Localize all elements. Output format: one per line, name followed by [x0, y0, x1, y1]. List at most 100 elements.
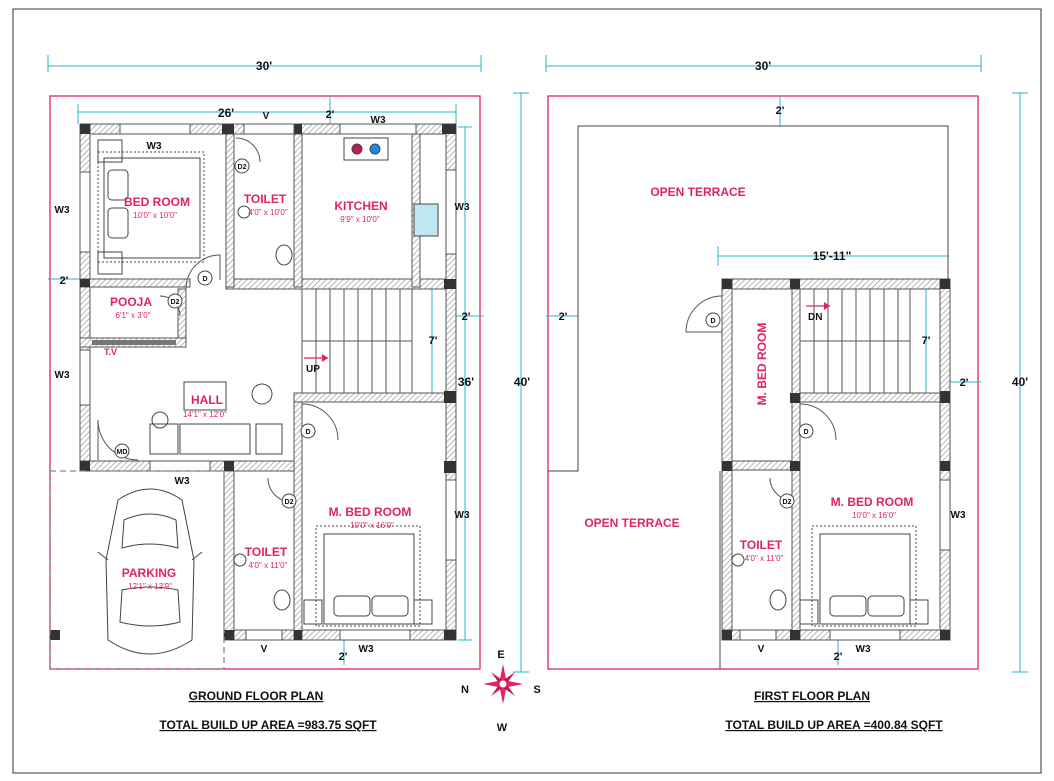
- first-tag-w3-bottom: W3: [856, 644, 871, 655]
- terrace-top-name: OPEN TERRACE: [650, 185, 745, 199]
- compass-rose: [483, 664, 523, 704]
- tag-w3-right-bottom: W3: [455, 510, 470, 521]
- ground-right-setback: 2': [462, 311, 471, 323]
- first-door-tags: [705, 312, 814, 509]
- first-vertical-mbed-name: M. BED ROOM: [755, 323, 769, 406]
- tag-md-main: MD: [117, 449, 128, 456]
- first-master-name: M. BED ROOM: [831, 495, 914, 509]
- compass-w: W: [497, 722, 508, 734]
- tag-tv: T.V: [104, 347, 117, 357]
- parking-size: 12'1" x 13'9": [128, 582, 172, 591]
- terrace-bottom-name: OPEN TERRACE: [584, 516, 679, 530]
- stove-icon: [343, 137, 389, 161]
- first-floor-plan: 30' 2' 40' 15'-11" 2' 2' 7' 2': [545, 55, 1028, 732]
- first-tag-d-master: D: [803, 429, 808, 436]
- compass-s: S: [533, 684, 540, 696]
- first-depth-label: 40': [1012, 375, 1028, 389]
- ground-windows: [79, 123, 457, 641]
- bedroom-size: 10'0" x 10'0": [133, 211, 177, 220]
- ground-width-dimension: [47, 55, 482, 72]
- toilet2-name: TOILET: [245, 545, 288, 559]
- tag-w3-left-top: W3: [55, 205, 70, 216]
- first-plan-title: FIRST FLOOR PLAN: [754, 689, 870, 703]
- kitchen-size: 9'9" x 10'0": [340, 215, 380, 224]
- ground-plot-boundary: [49, 95, 481, 670]
- ground-up-arrowhead: [322, 354, 328, 362]
- first-master-size: 10'0" x 16'0": [852, 511, 896, 520]
- first-top-setback: 2': [776, 105, 785, 117]
- ground-columns: [50, 124, 456, 640]
- ground-left-setback: 2': [60, 275, 69, 287]
- tag-d2-pooja: D2: [171, 299, 180, 306]
- sofa-set-icon: [149, 381, 283, 455]
- ground-top-setback: 2': [326, 109, 335, 121]
- first-bottom-setback: 2': [834, 651, 843, 663]
- master-bed-icon: [303, 525, 433, 627]
- ground-inner-width-dimension: [77, 96, 457, 124]
- master-bedroom-name: M. BED ROOM: [329, 505, 412, 519]
- first-tag-w3-right: W3: [951, 510, 966, 521]
- first-left-setback: 2': [559, 311, 568, 323]
- first-right-setback: 2': [960, 377, 969, 389]
- bedroom-name: BED ROOM: [124, 195, 190, 209]
- master-bedroom-size: 10'0" x 16'0": [350, 521, 394, 530]
- first-plan-area: TOTAL BUILD UP AREA =400.84 SQFT: [725, 718, 943, 732]
- parking-name: PARKING: [122, 566, 176, 580]
- hall-size: 14'1" x 12'0": [183, 410, 227, 419]
- ground-plan-title: GROUND FLOOR PLAN: [189, 689, 324, 703]
- first-tag-d-mbed: D: [710, 318, 715, 325]
- pooja-size: 6'1" x 3'0": [116, 311, 151, 320]
- ground-stairs: [301, 288, 413, 394]
- compass-n: N: [461, 684, 469, 696]
- sink-icon: [413, 203, 439, 237]
- tag-d2-toilet2: D2: [285, 499, 294, 506]
- ground-plan-area: TOTAL BUILD UP AREA =983.75 SQFT: [159, 718, 377, 732]
- ground-stair-dim: 7': [429, 335, 438, 347]
- ground-depth-label: 40': [514, 375, 530, 389]
- ground-width-label: 30': [256, 59, 272, 73]
- toilet2-size: 4'0" x 11'0": [249, 561, 288, 570]
- pooja-name: POOJA: [110, 295, 152, 309]
- tag-d-bedroom: D: [202, 276, 207, 283]
- first-columns: [722, 279, 950, 640]
- first-stairs: [799, 288, 911, 394]
- ground-up-label: UP: [306, 364, 320, 375]
- tag-w3-hall-bottom: W3: [175, 476, 190, 487]
- parking-outline: [49, 470, 225, 670]
- toilet1-size: 4'0" x 10'0": [248, 208, 288, 217]
- first-dn-arrowhead: [824, 302, 830, 310]
- toilet1-name: TOILET: [244, 192, 287, 206]
- ground-bottom-setback: 2': [339, 651, 348, 663]
- tag-d-master: D: [305, 429, 310, 436]
- hall-name: HALL: [191, 393, 223, 407]
- first-toilet-fixtures: [731, 553, 787, 611]
- tag-v-top: V: [263, 111, 270, 122]
- ground-depth-dimension: [48, 92, 529, 673]
- sheet-frame: [12, 8, 1042, 774]
- ground-toilet-fixtures: [233, 205, 293, 611]
- first-width-label: 30': [755, 59, 771, 73]
- tag-w3-left-hall: W3: [55, 370, 70, 381]
- kitchen-name: KITCHEN: [334, 199, 387, 213]
- ground-door-tags: [114, 158, 316, 509]
- tv-unit: [92, 340, 176, 345]
- first-master-bed-icon: [799, 525, 929, 627]
- tag-d2-toilet1: D2: [238, 164, 247, 171]
- first-stair-dim: 7': [922, 335, 931, 347]
- tag-v-bottom: V: [261, 644, 268, 655]
- car-icon: [97, 488, 203, 655]
- terrace-parapet: [548, 125, 949, 472]
- tag-w3-bottom: W3: [359, 644, 374, 655]
- first-inner-width-label: 15'-11": [813, 249, 852, 263]
- first-toilet-size: 4'0" x 11'0": [745, 554, 784, 563]
- tag-w3-right-top: W3: [455, 202, 470, 213]
- ground-floor-plan: 30' 26' 2' 40' 36' 2' 7' 2' 2': [47, 55, 530, 732]
- first-toilet-name: TOILET: [740, 538, 783, 552]
- first-windows: [739, 479, 951, 641]
- tag-w3-bedroom: W3: [147, 141, 162, 152]
- first-width-dimension: [545, 55, 1028, 673]
- first-dn-label: DN: [808, 312, 822, 323]
- ground-inner-depth-label: 36': [458, 375, 474, 389]
- tag-w3-kitchen: W3: [371, 115, 386, 126]
